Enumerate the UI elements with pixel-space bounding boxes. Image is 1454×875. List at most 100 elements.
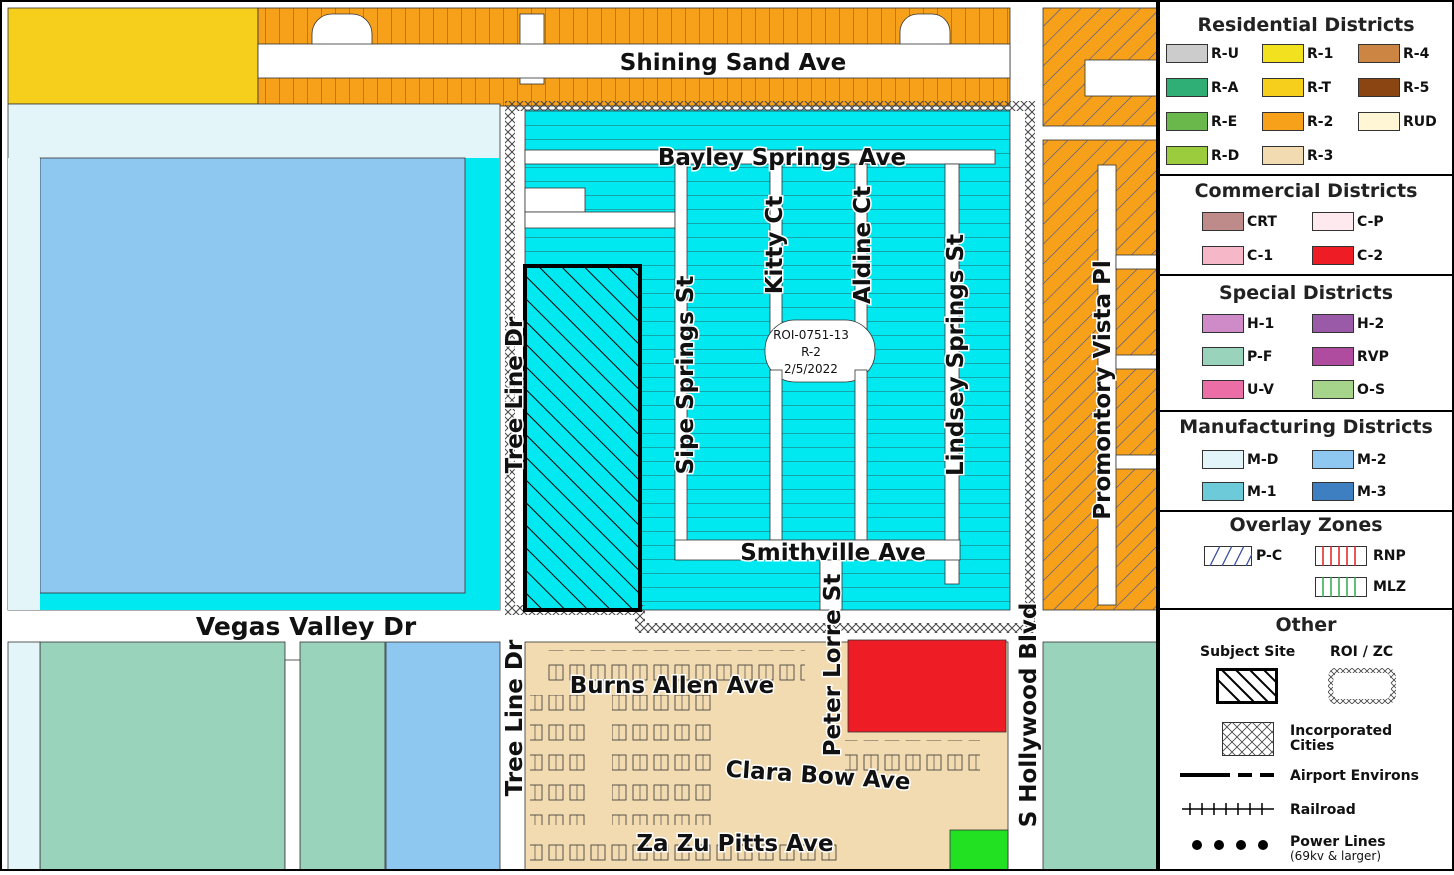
street-shining-sand: Shining Sand Ave [620,50,846,76]
legend-code-r-4: R-4 [1403,45,1430,62]
parcel-md-sw[interactable] [7,641,41,871]
legend-code-p-f: P-F [1247,348,1273,365]
legend-item-rud: RUD [1358,112,1437,131]
street-peter-lorre: Peter Lorre St [820,574,846,757]
legend-overlay: Overlay Zones P-C RNP MLZ [1160,510,1452,610]
parcel-r2-east-pc[interactable] [1042,7,1158,611]
swatch-c-2 [1312,246,1354,265]
legend-code-r-e: R-E [1211,113,1238,130]
legend-railroad-label: Railroad [1290,802,1356,818]
roi-case-label: ROI-0751-13 [773,328,849,342]
legend-code-r-2: R-2 [1307,113,1334,130]
legend-code-h-2: H-2 [1357,315,1385,332]
incorporated-swatch [1222,722,1274,756]
legend-item-o-s: O-S [1312,380,1385,399]
legend-item-r-t: R-T [1262,78,1331,97]
street-vegas-valley: Vegas Valley Dr [196,612,417,641]
swatch-h-1 [1202,314,1244,333]
legend-item-r-2: R-2 [1262,112,1333,131]
parcel-r2-north[interactable] [257,7,1011,107]
street-burns-allen: Burns Allen Ave [570,673,774,699]
airport-line-icon [1180,773,1274,777]
parcel-os[interactable] [949,829,1009,871]
legend-item-pc: P-C [1204,546,1282,566]
zoning-map[interactable]: Shining Sand Ave Bayley Springs Ave Kitt… [0,0,1158,871]
street-smithville: Smithville Ave [740,540,926,566]
legend-item-r-e: R-E [1166,112,1237,131]
legend-item-r-4: R-4 [1358,44,1429,63]
legend-code-mlz: MLZ [1373,579,1407,595]
legend-item-c-p: C-P [1312,212,1384,231]
legend-incorporated-label: Incorporated Cities [1290,723,1393,754]
legend-code-m-2: M-2 [1357,451,1387,468]
swatch-m-3 [1312,482,1354,501]
swatch-m-1 [1202,482,1244,501]
swatch-r-t [1262,78,1304,97]
swatch-r-1 [1262,44,1304,63]
legend-overlay-title: Overlay Zones [1229,514,1383,536]
legend-special-title: Special Districts [1218,282,1394,304]
swatch-u-v [1202,380,1244,399]
legend-item-r-1: R-1 [1262,44,1333,63]
parcel-pf-se[interactable] [1042,641,1158,871]
legend-item-r-d: R-D [1166,146,1239,165]
swatch-r-5 [1358,78,1400,97]
legend-code-m-3: M-3 [1357,483,1387,500]
legend-item-r-3: R-3 [1262,146,1333,165]
legend-commercial-title: Commercial Districts [1194,180,1418,202]
legend-other-title: Other [1275,614,1337,636]
parcel-pf-sw[interactable] [39,641,286,871]
swatch-r-2 [1262,112,1304,131]
swatch-r-e [1166,112,1208,131]
legend-item-m-2: M-2 [1312,450,1386,469]
legend-item-u-v: U-V [1202,380,1274,399]
legend-item-p-f: P-F [1202,347,1272,366]
swatch-m-d [1202,450,1244,469]
street-za-zu-pitts: Za Zu Pitts Ave [636,831,833,857]
legend-item-h-1: H-1 [1202,314,1274,333]
legend-code-u-v: U-V [1247,381,1274,398]
legend-item-m-3: M-3 [1312,482,1386,501]
parcel-rt-nw[interactable] [7,7,259,105]
parcel-pf-sw2[interactable] [299,641,386,871]
parcel-m2-west[interactable] [39,157,466,594]
street-tree-line-south: Tree Line Dr [502,639,528,796]
legend-item-rnp: RNP [1315,546,1406,566]
legend-item-m-1: M-1 [1202,482,1276,501]
legend-item-c-2: C-2 [1312,246,1383,265]
legend-code-r-d: R-D [1211,147,1240,164]
street-aldine: Aldine Ct [850,186,876,304]
legend-code-crt: CRT [1247,213,1277,230]
legend-code-r-1: R-1 [1307,45,1334,62]
street-promontory-vista: Promontory Vista Pl [1090,260,1116,520]
swatch-h-2 [1312,314,1354,333]
power-lines-title: Power Lines [1290,834,1386,850]
legend-code-pc: P-C [1256,548,1283,564]
legend-airport-label: Airport Environs [1290,768,1419,784]
swatch-c-1 [1202,246,1244,265]
pc-hatch-swatch [1204,546,1252,566]
roi-boundary[interactable] [505,101,1035,633]
swatch-r-3 [1262,146,1304,165]
rnp-stripe-swatch [1315,546,1367,566]
legend-code-r-u: R-U [1211,45,1239,62]
swatch-r-4 [1358,44,1400,63]
power-lines-note: (69kv & larger) [1290,849,1382,863]
swatch-r-d [1166,146,1208,165]
parcel-c2[interactable] [847,639,1007,733]
street-sipe-springs: Sipe Springs St [673,276,699,475]
parcel-m2-south[interactable] [385,641,501,871]
legend-subject-site-label: Subject Site [1200,644,1296,660]
swatch-rud [1358,112,1400,131]
legend-code-r-5: R-5 [1403,79,1430,96]
legend-item-h-2: H-2 [1312,314,1384,333]
legend-code-m-1: M-1 [1247,483,1277,500]
subject-site-swatch [1216,668,1278,704]
swatch-c-p [1312,212,1354,231]
swatch-p-f [1202,347,1244,366]
swatch-r-u [1166,44,1208,63]
legend-item-rvp: RVP [1312,347,1389,366]
